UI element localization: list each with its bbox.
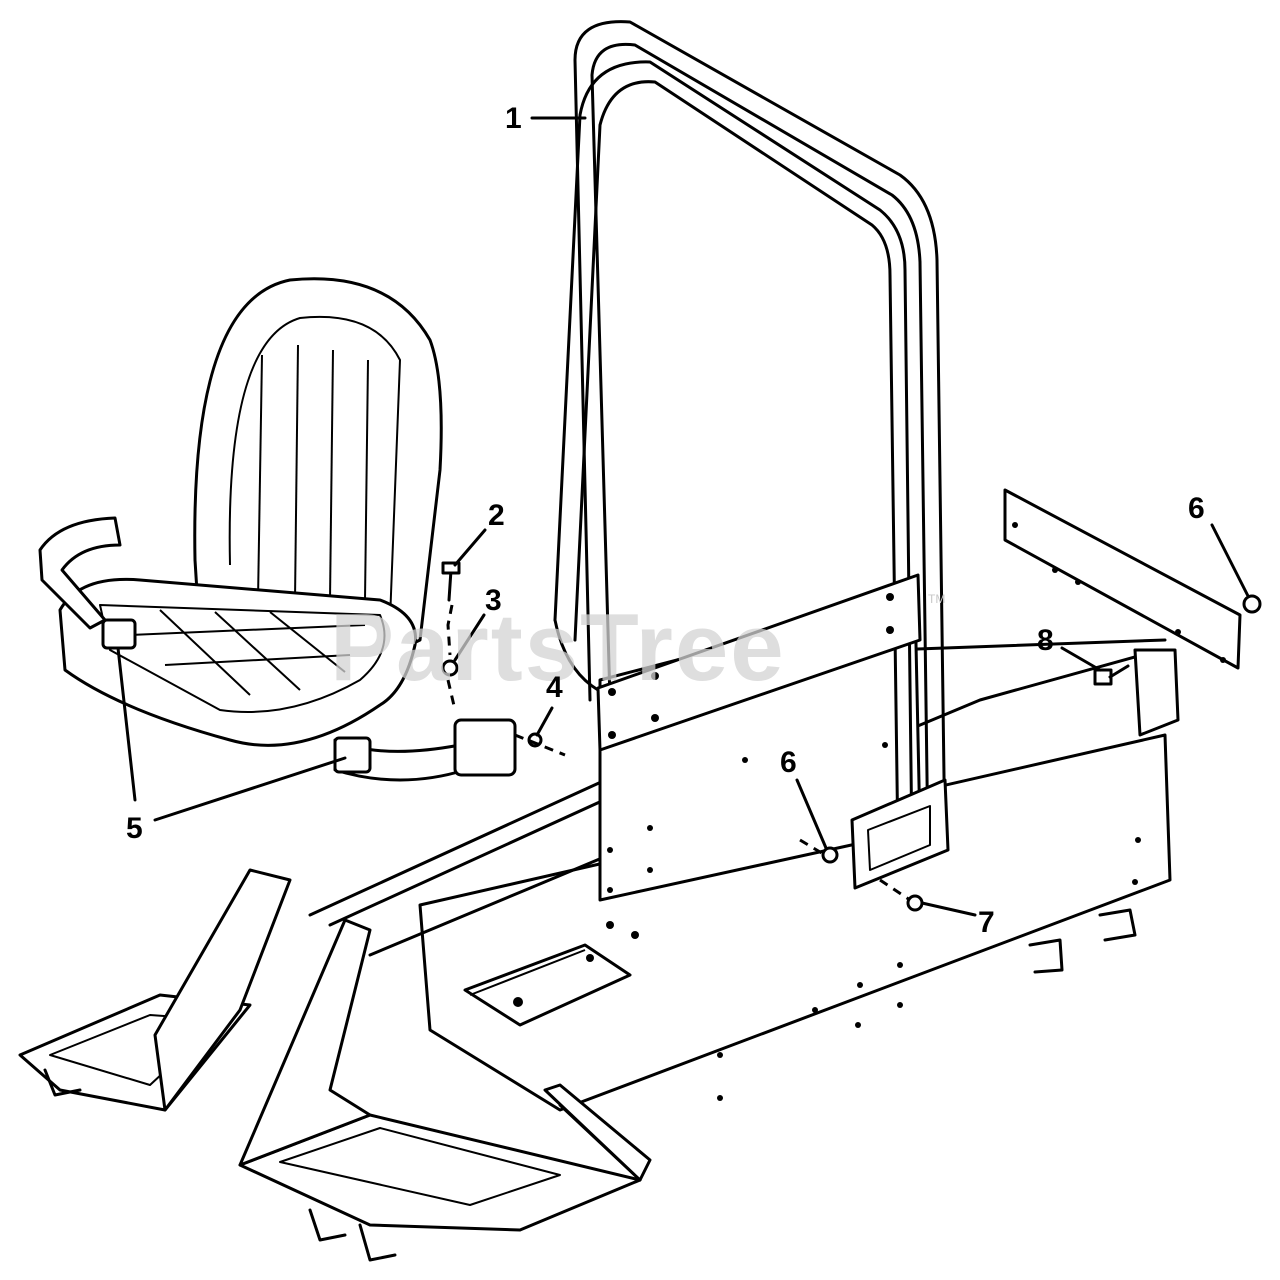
callout-labels: 1 2 3 4 5 6 6 7 8 — [126, 102, 1205, 939]
callout-7: 7 — [978, 906, 995, 939]
callout-2: 2 — [488, 499, 505, 532]
rear-mount-plate — [1003, 488, 1242, 670]
callout-8: 8 — [1037, 624, 1054, 657]
callout-1: 1 — [505, 102, 522, 135]
leader-lines — [116, 116, 1250, 917]
callout-6-front: 6 — [780, 746, 797, 779]
callout-5: 5 — [126, 812, 143, 845]
hardware — [821, 594, 1262, 912]
watermark-trademark: TM — [928, 592, 945, 606]
watermark: PartsTree TM — [330, 592, 945, 701]
roll-bar — [553, 20, 950, 890]
seat — [38, 277, 566, 782]
callout-4: 4 — [546, 671, 563, 704]
callout-6-rear: 6 — [1188, 492, 1205, 525]
watermark-text: PartsTree — [330, 594, 786, 701]
callout-3: 3 — [485, 584, 502, 617]
